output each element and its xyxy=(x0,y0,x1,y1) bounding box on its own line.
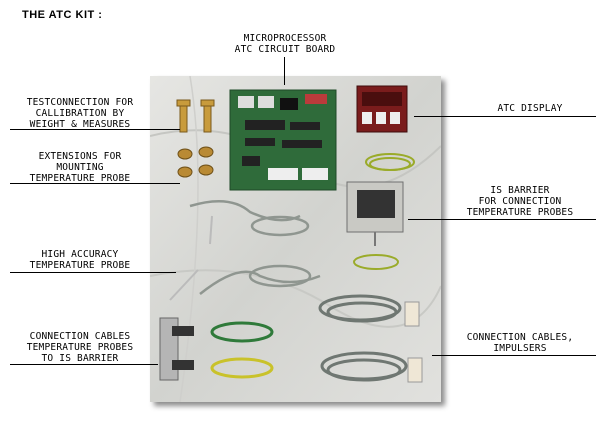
leader-atc-display xyxy=(414,116,596,117)
leader-connection-probes xyxy=(10,364,158,365)
leader-microprocessor xyxy=(284,57,285,85)
label-high-accuracy: HIGH ACCURACY TEMPERATURE PROBE xyxy=(29,249,131,271)
leader-is-barrier xyxy=(408,219,596,220)
leader-connection-impulsers xyxy=(432,355,596,356)
atc-display-image xyxy=(356,85,408,133)
temperature-probe-image xyxy=(169,200,321,301)
page-title: THE ATC KIT : xyxy=(22,9,103,21)
label-extensions: EXTENSIONS FOR MOUNTING TEMPERATURE PROB… xyxy=(29,151,131,184)
leader-high-accuracy xyxy=(10,272,176,273)
extensions-image xyxy=(177,146,214,178)
label-is-barrier: IS BARRIER FOR CONNECTION TEMPERATURE PR… xyxy=(466,185,574,218)
kit-photo xyxy=(150,76,441,402)
label-connection-probes: CONNECTION CABLES TEMPERATURE PROBES TO … xyxy=(26,331,134,364)
is-barrier-image xyxy=(346,181,404,270)
leader-testconnection xyxy=(10,129,180,130)
label-atc-display: ATC DISPLAY xyxy=(497,103,563,114)
label-connection-impulsers: CONNECTION CABLES, IMPULSERS xyxy=(466,332,574,354)
label-microprocessor: MICROPROCESSOR ATC CIRCUIT BOARD xyxy=(234,33,336,55)
impulser-cable-image xyxy=(318,294,423,383)
test-connection-image xyxy=(176,99,215,133)
leader-extensions xyxy=(10,183,180,184)
probe-cable-image xyxy=(159,317,274,381)
circuit-board-image xyxy=(229,89,337,191)
ground-cable-image xyxy=(365,153,415,171)
label-testconnection: TESTCONNECTION FOR CALLIBRATION BY WEIGH… xyxy=(26,97,134,130)
